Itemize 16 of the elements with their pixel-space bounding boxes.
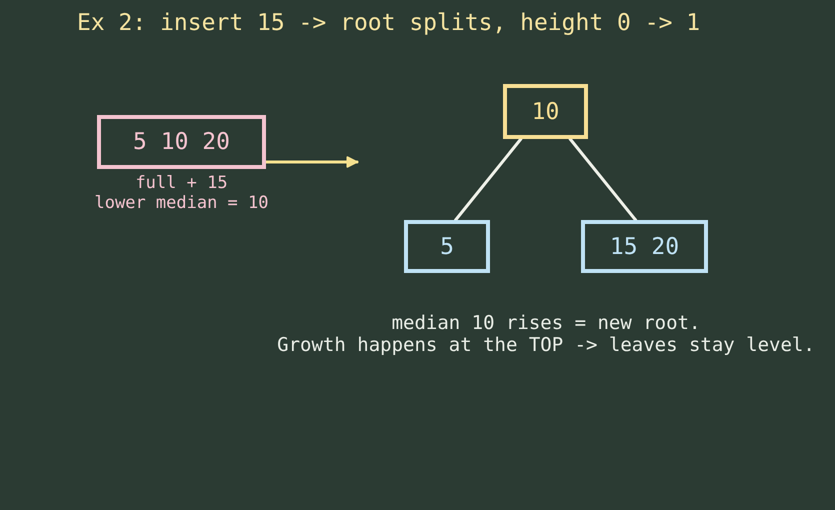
node-keys: 10 [532, 98, 560, 126]
node-caption: full + 15 [135, 173, 228, 193]
key-node [503, 84, 588, 139]
node-keys: 15 20 [610, 232, 680, 260]
diagram-title: Ex 2: insert 15 -> root splits, height 0 -> 1 [77, 9, 700, 38]
node-keys: 5 [440, 232, 454, 260]
key-node [581, 220, 708, 273]
tree-edge [454, 138, 522, 222]
node-caption: lower median = 10 [94, 193, 268, 213]
node-keys: 5 10 20 [133, 128, 230, 156]
note-text: Growth happens at the TOP -> leaves stay level. [277, 334, 815, 356]
key-node [97, 115, 266, 169]
note-text: median 10 rises = new root. [392, 312, 700, 334]
key-node [404, 220, 490, 273]
arrow [264, 156, 358, 168]
tree-edge [568, 138, 638, 222]
